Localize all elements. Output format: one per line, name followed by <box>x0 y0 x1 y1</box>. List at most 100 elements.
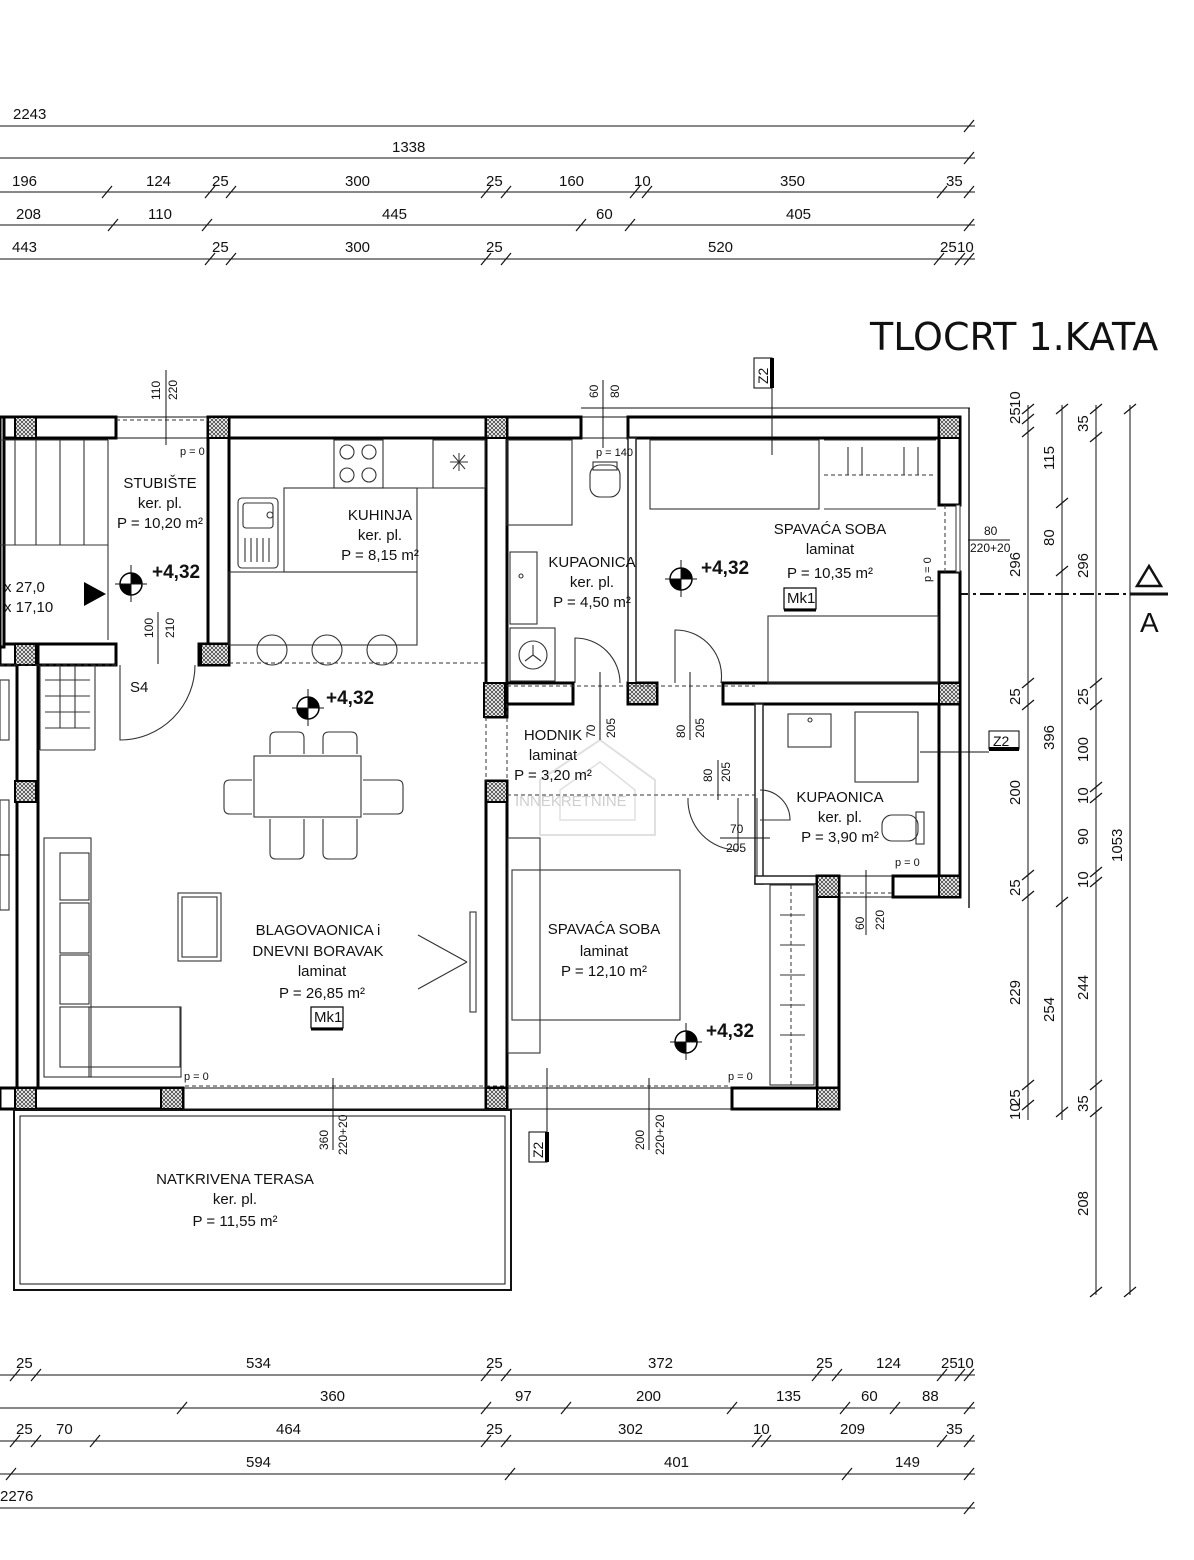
dim-top: 124 <box>146 173 171 190</box>
dim-top: 25 <box>212 239 229 256</box>
sofa <box>43 837 477 1078</box>
sill-height: p = 140 <box>596 447 633 459</box>
room-area: P = 10,20 m² <box>117 515 203 532</box>
dim-bottom: 149 <box>895 1454 920 1471</box>
dim-right: 1053 <box>1109 829 1126 862</box>
room-area: P = 8,15 m² <box>341 547 419 564</box>
dim-right: 35 <box>1075 415 1092 432</box>
room-floor: ker. pl. <box>138 495 182 512</box>
room-name: STUBIŠTE <box>123 475 196 492</box>
sill-height: p = 0 <box>184 1071 209 1083</box>
z2-tag: Z2 <box>755 367 771 384</box>
level-markers: +4,32 +4,32 +4,32 +4,32 <box>115 558 754 1060</box>
bathroom-2-fixtures <box>756 711 925 876</box>
dim-top: 10 <box>634 173 651 190</box>
dim-bottom: 25 <box>486 1355 503 1372</box>
dim-bottom: 135 <box>776 1388 801 1405</box>
room-floor: ker. pl. <box>358 527 402 544</box>
dim-right: 10 <box>1075 787 1092 804</box>
right-dimension-lines: 25 10 296 25 200 25 229 10 25 115 80 396… <box>1007 391 1137 1298</box>
dim-overall-bottom: 2276 <box>0 1488 33 1505</box>
z2-tag: Z2 <box>530 1141 546 1158</box>
dim-right: 10 <box>1075 871 1092 888</box>
opening-dim: 220+20 <box>653 1114 667 1155</box>
opening-dim: 100 <box>142 618 156 638</box>
walls <box>0 407 970 1111</box>
dim-top: 520 <box>708 239 733 256</box>
dim-bottom: 10 <box>753 1421 770 1438</box>
opening-dim: 80 <box>608 384 622 398</box>
stair-steps <box>0 439 109 911</box>
room-floor: ker. pl. <box>570 574 614 591</box>
dim-top: 25 <box>212 173 229 190</box>
opening-dim: 70 <box>584 724 598 738</box>
dim-bottom: 464 <box>276 1421 301 1438</box>
room-floor: laminat <box>806 541 855 558</box>
dim-right: 80 <box>1041 529 1058 546</box>
dim-bottom: 25 <box>941 1355 958 1372</box>
dim-top: 160 <box>559 173 584 190</box>
bottom-dimension-lines: 25 534 25 372 25 124 25 10 360 97 200 13… <box>0 1355 975 1515</box>
opening-dim: 80 <box>674 724 688 738</box>
opening-dim: 60 <box>587 384 601 398</box>
dim-top: 25 <box>940 239 957 256</box>
dim-top: 300 <box>345 239 370 256</box>
dim-right: 254 <box>1041 997 1058 1022</box>
dim-bottom: 401 <box>664 1454 689 1471</box>
dim-bottom: 25 <box>16 1421 33 1438</box>
opening-dim: 220+20 <box>336 1114 350 1155</box>
room-area: P = 12,10 m² <box>561 963 647 980</box>
dim-bottom: 88 <box>922 1388 939 1405</box>
dim-top: 208 <box>16 206 41 223</box>
dim-right: 10 <box>1007 1103 1024 1120</box>
sill-height: p = 0 <box>895 857 920 869</box>
mk1-tag: Mk1 <box>787 590 815 607</box>
dim-bottom: 124 <box>876 1355 901 1372</box>
dining-table <box>223 731 404 860</box>
dim-right: 296 <box>1007 552 1024 577</box>
dim-top: 60 <box>596 206 613 223</box>
dim-top: 196 <box>12 173 37 190</box>
dim-top: 405 <box>786 206 811 223</box>
watermark-text: INNEKRETNINE <box>515 793 627 810</box>
opening-dim: 200 <box>633 1130 647 1150</box>
room-name-2: DNEVNI BORAVAK <box>252 943 383 960</box>
dim-bottom: 200 <box>636 1388 661 1405</box>
dim-right: 90 <box>1075 828 1092 845</box>
dim-bottom: 25 <box>816 1355 833 1372</box>
dim-right: 296 <box>1075 553 1092 578</box>
room-floor: laminat <box>298 963 347 980</box>
section-mark-a: A <box>955 563 1168 638</box>
dim-bottom: 594 <box>246 1454 271 1471</box>
room-name: KUPAONICA <box>796 789 883 806</box>
opening-dim: 220 <box>873 910 887 930</box>
room-name: SPAVAĆA SOBA <box>774 521 887 538</box>
room-area: P = 26,85 m² <box>279 985 365 1002</box>
dim-top: 25 <box>486 239 503 256</box>
dim-bottom: 25 <box>16 1355 33 1372</box>
opening-dim: 220+20 <box>970 541 1011 555</box>
dim-right: 10 <box>1007 391 1024 408</box>
dim-bottom: 60 <box>861 1388 878 1405</box>
dim-overall-top: 2243 <box>13 106 46 123</box>
opening-dim: 60 <box>853 916 867 930</box>
dim-bottom: 70 <box>56 1421 73 1438</box>
opening-dim: 360 <box>317 1130 331 1150</box>
room-floor: laminat <box>529 747 578 764</box>
dim-right: 25 <box>1007 879 1024 896</box>
opening-dim: 210 <box>163 618 177 638</box>
dim-right: 35 <box>1075 1095 1092 1112</box>
room-name: HODNIK <box>524 727 582 744</box>
mk1-tag: Mk1 <box>314 1009 342 1026</box>
room-floor: ker. pl. <box>213 1191 257 1208</box>
dim-bottom: 35 <box>946 1421 963 1438</box>
room-area: P = 4,50 m² <box>553 594 631 611</box>
dim-right: 244 <box>1075 975 1092 1000</box>
watermark-logo <box>539 738 656 836</box>
opening-dim: 205 <box>719 762 733 782</box>
room-area: P = 11,55 m² <box>193 1213 278 1230</box>
dim-top: 110 <box>148 206 172 223</box>
top-dimension-lines: 2243 1338 196 124 25 300 25 160 10 350 3… <box>0 106 975 266</box>
dim-right: 25 <box>1007 688 1024 705</box>
